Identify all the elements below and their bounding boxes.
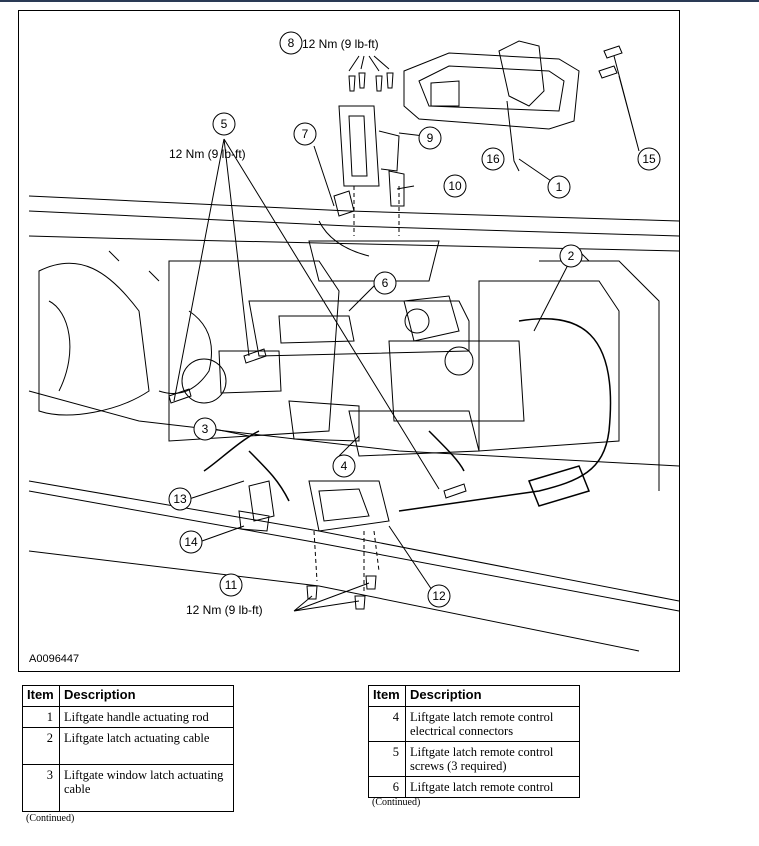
- item-description: Liftgate latch remote control electrical…: [405, 706, 580, 742]
- callout-3: [193, 417, 217, 441]
- callout-2: [559, 244, 583, 268]
- parts-table-left: Item Description 1 Liftgate handle actua…: [22, 685, 234, 812]
- parts-table-right: Item Description 4 Liftgate latch remote…: [368, 685, 580, 798]
- callout-10-label: 10: [448, 179, 462, 193]
- handle-assembly: [403, 40, 580, 172]
- item-description: Liftgate latch actuating cable: [59, 727, 234, 765]
- callout-4-label: 4: [341, 459, 348, 473]
- callout-1-label: 1: [556, 180, 563, 194]
- item-description: Liftgate window latch actuating cable: [59, 764, 234, 812]
- item-description: Liftgate latch remote control screws (3 …: [405, 741, 580, 777]
- callout-10: [443, 174, 467, 198]
- callout-6-label: 6: [382, 276, 389, 290]
- table-row: 3 Liftgate window latch actuating cable: [22, 764, 234, 812]
- table-row: 5 Liftgate latch remote control screws (…: [368, 741, 580, 777]
- column-header-item: Item: [368, 685, 406, 707]
- callout-6: [373, 271, 397, 295]
- callout-15-label: 15: [642, 152, 656, 166]
- table-row: 2 Liftgate latch actuating cable: [22, 727, 234, 765]
- callout-8: [279, 31, 303, 55]
- table-header-row: Item Description: [22, 685, 234, 707]
- table-row: 1 Liftgate handle actuating rod: [22, 706, 234, 728]
- table-row: 6 Liftgate latch remote control: [368, 776, 580, 798]
- column-header-description: Description: [405, 685, 580, 707]
- callout-3-label: 3: [202, 422, 209, 436]
- callout-9-label: 9: [427, 131, 434, 145]
- figure-id: A0096447: [29, 653, 80, 665]
- continued-note-right: (Continued): [372, 797, 421, 808]
- leader-lines: [173, 42, 640, 612]
- callout-14-label: 14: [184, 535, 198, 549]
- item-number: 6: [368, 776, 406, 798]
- callout-12-label: 12: [432, 589, 446, 603]
- liftgate-panel: [28, 195, 680, 652]
- callout-7: [293, 122, 317, 146]
- callout-13: [168, 487, 192, 511]
- bracket-assembly: [308, 105, 440, 282]
- callout-2-label: 2: [568, 249, 575, 263]
- table-header-row: Item Description: [368, 685, 580, 707]
- callout-16: [481, 147, 505, 171]
- callout-5-label: 5: [221, 117, 228, 131]
- callout-4: [332, 454, 356, 478]
- callout-1: [547, 175, 571, 199]
- latch-mechanism: [218, 295, 525, 532]
- item-description: Liftgate handle actuating rod: [59, 706, 234, 728]
- callout-11: [219, 573, 243, 597]
- callout-11-label: 11: [225, 578, 238, 592]
- callout-16-label: 16: [486, 152, 500, 166]
- item-number: 2: [22, 727, 60, 765]
- callout-15: [637, 147, 661, 171]
- column-header-description: Description: [59, 685, 234, 707]
- cables: [203, 317, 612, 512]
- callout-7-label: 7: [302, 127, 309, 141]
- callout-numbers: 8 5 7 9 16 15 10 1 2 6 3 4 13 14 11 12: [173, 36, 656, 603]
- top-rule: [0, 0, 759, 2]
- callout-8-label: 8: [288, 36, 295, 50]
- diagram-illustration: 8 5 7 9 16 15 10 1 2 6 3 4 13 14 11 12 1…: [28, 31, 680, 652]
- callout-13-label: 13: [173, 492, 187, 506]
- torque-label-8: 12 Nm (9 lb-ft): [302, 37, 379, 51]
- table-row: 4 Liftgate latch remote control electric…: [368, 706, 580, 742]
- torque-specs: 12 Nm (9 lb-ft) 12 Nm (9 lb-ft) 12 Nm (9…: [169, 37, 379, 617]
- column-header-item: Item: [22, 685, 60, 707]
- item-number: 1: [22, 706, 60, 728]
- fasteners: [168, 45, 623, 610]
- callout-12: [427, 584, 451, 608]
- exploded-diagram: 8 5 7 9 16 15 10 1 2 6 3 4 13 14 11 12 1…: [18, 10, 680, 672]
- item-number: 4: [368, 706, 406, 742]
- torque-label-5: 12 Nm (9 lb-ft): [169, 147, 246, 161]
- continued-note-left: (Continued): [26, 813, 75, 824]
- callout-14: [179, 530, 203, 554]
- torque-label-11: 12 Nm (9 lb-ft): [186, 603, 263, 617]
- item-description: Liftgate latch remote control: [405, 776, 580, 798]
- callout-9: [418, 126, 442, 150]
- callouts: [168, 31, 661, 608]
- item-number: 3: [22, 764, 60, 812]
- item-number: 5: [368, 741, 406, 777]
- callout-5: [212, 112, 236, 136]
